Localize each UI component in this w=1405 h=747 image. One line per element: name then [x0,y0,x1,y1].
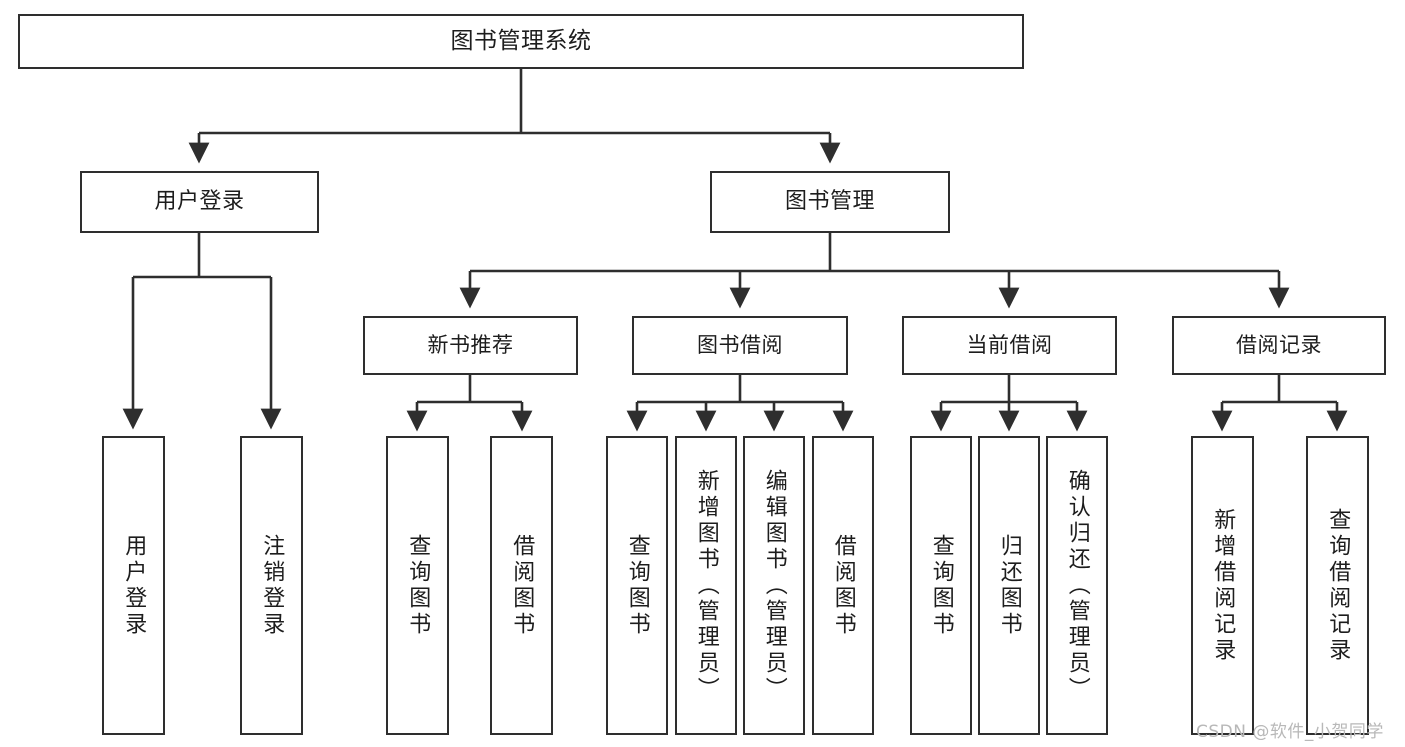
node-label: 图书管理系统 [450,28,592,55]
leaf-new-books-borrow-book[interactable]: 借阅图书 [490,436,553,735]
node-borrow-records[interactable]: 借阅记录 [1172,316,1386,375]
leaf-current-return-book[interactable]: 归还图书 [978,436,1040,735]
leaf-records-query-record[interactable]: 查询借阅记录 [1306,436,1369,735]
leaf-current-query-book[interactable]: 查询图书 [910,436,972,735]
node-book-management[interactable]: 图书管理 [710,171,950,233]
node-label: 新增图书（管理员） [693,468,719,703]
node-label: 用户登录 [121,533,147,638]
leaf-borrow-query-book[interactable]: 查询图书 [606,436,668,735]
node-label: 编辑图书（管理员） [761,468,787,703]
leaf-new-books-query-book[interactable]: 查询图书 [386,436,449,735]
leaf-records-add-record[interactable]: 新增借阅记录 [1191,436,1254,735]
leaf-borrow-add-book-admin[interactable]: 新增图书（管理员） [675,436,737,735]
node-label: 新书推荐 [427,333,514,358]
node-root-book-management-system[interactable]: 图书管理系统 [18,14,1024,69]
node-label: 查询图书 [624,533,650,638]
node-label: 查询图书 [405,533,431,638]
leaf-user-login-login[interactable]: 用户登录 [102,436,165,735]
leaf-current-confirm-return-admin[interactable]: 确认归还（管理员） [1046,436,1108,735]
node-label: 借阅图书 [509,533,535,638]
leaf-user-login-logout[interactable]: 注销登录 [240,436,303,735]
node-label: 查询借阅记录 [1325,507,1351,664]
node-label: 借阅记录 [1236,333,1322,358]
csdn-watermark: CSDN @软件_小贺同学 [1196,722,1384,742]
node-label: 归还图书 [996,533,1022,638]
leaf-borrow-borrow-book[interactable]: 借阅图书 [812,436,874,735]
node-label: 当前借阅 [966,333,1053,358]
node-book-borrow[interactable]: 图书借阅 [632,316,848,375]
node-label: 用户登录 [154,189,245,215]
node-label: 借阅图书 [830,533,856,638]
node-new-book-recommend[interactable]: 新书推荐 [363,316,578,375]
node-current-borrow[interactable]: 当前借阅 [902,316,1117,375]
node-label: 图书借阅 [697,333,783,358]
node-label: 新增借阅记录 [1210,507,1236,664]
node-label: 图书管理 [784,189,875,215]
node-label: 查询图书 [928,533,954,638]
leaf-borrow-edit-book-admin[interactable]: 编辑图书（管理员） [743,436,805,735]
node-label: 确认归还（管理员） [1064,468,1090,703]
node-label: 注销登录 [259,533,285,638]
node-user-login[interactable]: 用户登录 [80,171,319,233]
